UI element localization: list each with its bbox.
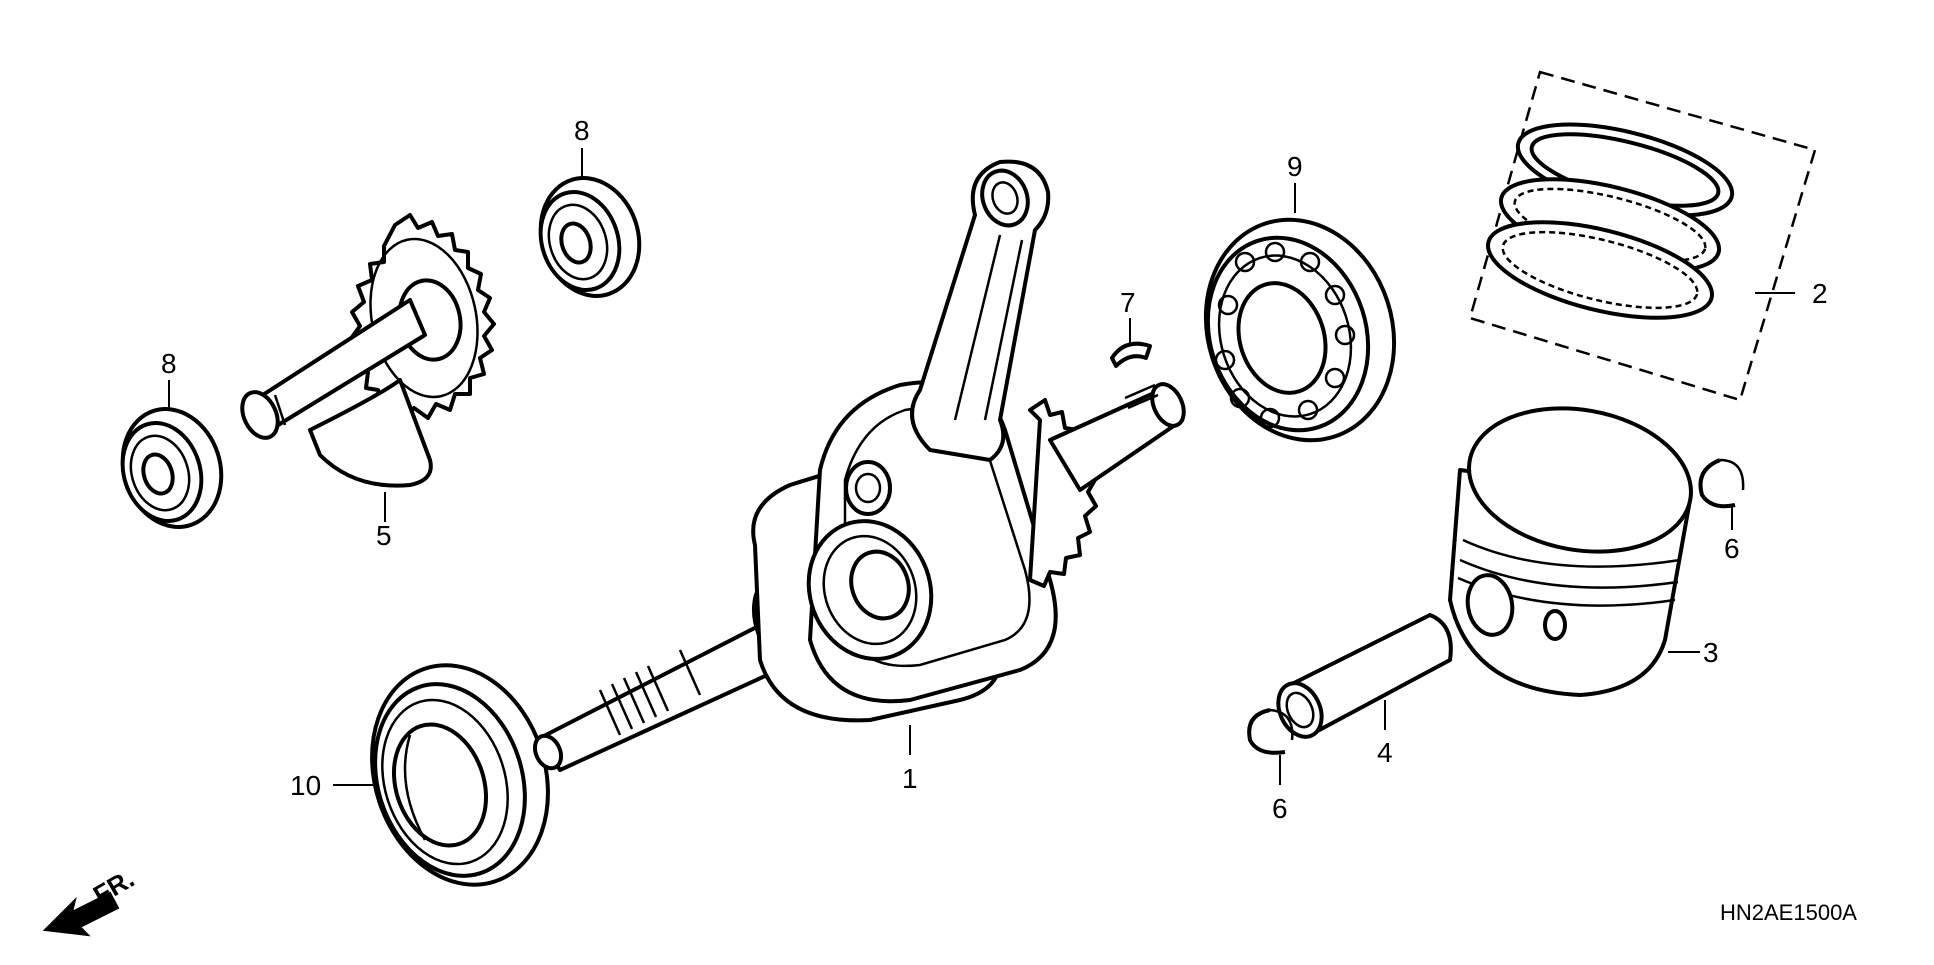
- callout-2: 2: [1812, 278, 1828, 309]
- callout-4: 4: [1377, 737, 1393, 768]
- part-8-bearing-top: [538, 176, 642, 298]
- part-7-woodruff-key: [1110, 341, 1152, 368]
- callout-5: 5: [376, 520, 392, 551]
- callout-6-right: 6: [1724, 533, 1740, 564]
- front-arrow-icon: [42, 891, 120, 937]
- part-9-ball-bearing: [1203, 217, 1397, 443]
- part-6-circlip-right: [1698, 458, 1745, 509]
- part-4-piston-pin: [1276, 613, 1453, 739]
- callout-8-left: 8: [161, 348, 177, 379]
- part-3-piston: [1448, 406, 1693, 697]
- part-1-crankshaft: [532, 159, 1186, 772]
- callout-10: 10: [290, 770, 321, 801]
- part-6-circlip-left: [1247, 708, 1294, 755]
- part-10-oil-seal: [370, 663, 550, 887]
- part-8-bearing-left: [120, 407, 224, 529]
- callout-7: 7: [1120, 287, 1136, 318]
- part-2-piston-ring-set: [1468, 70, 1817, 402]
- callout-3: 3: [1703, 637, 1719, 668]
- callout-8-top: 8: [574, 115, 590, 146]
- callout-6-left: 6: [1272, 793, 1288, 824]
- leader-lines: [168, 148, 1795, 786]
- callout-1: 1: [902, 763, 918, 794]
- front-direction-marker: FR.: [42, 863, 139, 937]
- callout-9: 9: [1287, 151, 1303, 182]
- part-5-balancer-shaft: [240, 213, 496, 488]
- diagram-code: HN2AE1500A: [1720, 900, 1857, 925]
